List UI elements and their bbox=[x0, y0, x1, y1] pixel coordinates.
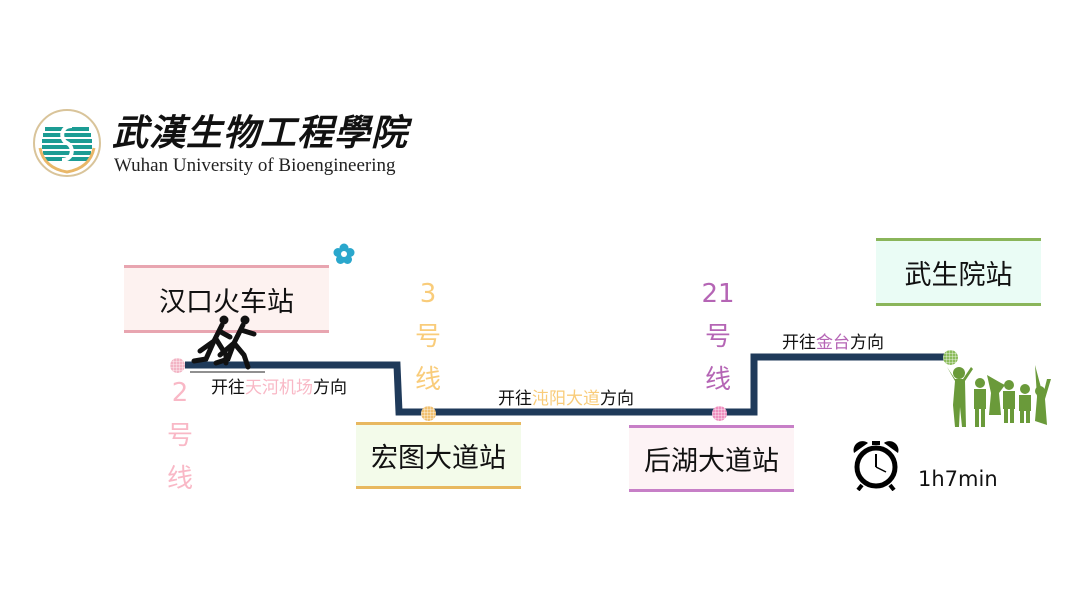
station-wushengyuan: 武生院站 bbox=[876, 238, 1041, 306]
logo-emblem-icon bbox=[33, 109, 101, 177]
station-dot-transfer1 bbox=[421, 406, 436, 421]
direction-prefix: 开往 bbox=[498, 389, 532, 409]
line-hao: 号 bbox=[166, 421, 193, 451]
direction-suffix: 方向 bbox=[850, 333, 884, 353]
station-houhu-avenue: 后湖大道站 bbox=[629, 425, 794, 492]
station-hankou-railway: 汉口火车站 bbox=[124, 265, 329, 333]
celebrating-people-icon bbox=[947, 365, 1051, 427]
station-dot-transfer2 bbox=[712, 406, 727, 421]
line-xian: 线 bbox=[704, 365, 731, 395]
station-dot-start bbox=[170, 358, 185, 373]
line-number: 3 bbox=[419, 279, 437, 309]
direction-destination: 沌阳大道 bbox=[532, 389, 600, 409]
runners-icon bbox=[191, 315, 257, 370]
direction-suffix: 方向 bbox=[313, 378, 347, 398]
line-hao: 号 bbox=[704, 322, 731, 352]
line-hao: 号 bbox=[414, 322, 441, 352]
line-2-label: 2 号 线 bbox=[160, 372, 200, 501]
line-number: 21 bbox=[701, 279, 735, 309]
direction-prefix: 开往 bbox=[782, 333, 816, 353]
flower-icon bbox=[333, 243, 355, 264]
line-xian: 线 bbox=[166, 464, 193, 494]
travel-duration: 1h7min bbox=[918, 467, 998, 491]
university-logo bbox=[32, 108, 102, 178]
station-dot-end bbox=[943, 350, 958, 365]
line-number: 2 bbox=[171, 378, 189, 408]
direction-prefix: 开往 bbox=[211, 378, 245, 398]
station-hongtu-avenue: 宏图大道站 bbox=[356, 422, 521, 489]
line-21-label: 21 号 线 bbox=[698, 273, 738, 402]
direction-destination: 天河机场 bbox=[245, 378, 313, 398]
line-xian: 线 bbox=[414, 365, 441, 395]
logo-chinese-name: 武漢生物工程學院 bbox=[112, 112, 409, 154]
direction-line2: 开往天河机场方向 bbox=[211, 373, 347, 398]
alarm-clock-icon bbox=[853, 441, 899, 491]
direction-suffix: 方向 bbox=[600, 389, 634, 409]
direction-line21: 开往金台方向 bbox=[782, 328, 884, 353]
direction-line3: 开往沌阳大道方向 bbox=[498, 384, 634, 409]
direction-destination: 金台 bbox=[816, 333, 850, 353]
line-3-label: 3 号 线 bbox=[408, 273, 448, 402]
logo-english-name: Wuhan University of Bioengineering bbox=[114, 155, 396, 176]
